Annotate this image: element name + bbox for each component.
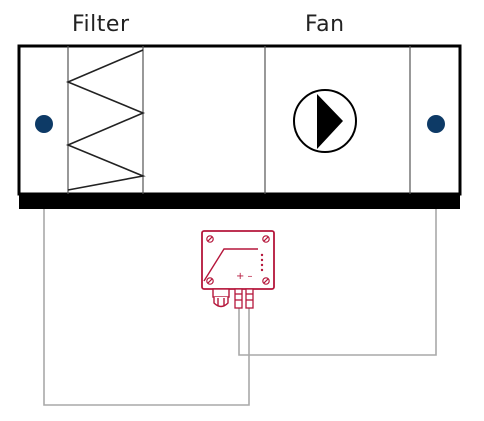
sensor-port-upstream [35,115,53,133]
unit-base [19,194,460,209]
tube-upstream [43,124,250,406]
port-polarity-label: + – [236,271,253,282]
filter-pleats-icon [65,49,146,191]
fan-label: Fan [305,12,345,37]
cable-gland [212,288,230,308]
unit-housing [17,44,462,196]
nozzle-plus [234,288,243,309]
indicator-leds [260,253,264,272]
pressure-transmitter: + – [201,230,275,309]
tube-downstream [238,124,437,356]
air-handling-unit [17,44,462,209]
sensor-port-downstream [427,115,445,133]
tubing [43,124,437,406]
display-window [203,248,258,282]
transmitter-screws [206,235,270,285]
pressure-nozzles [234,288,254,309]
fan-icon [293,89,357,153]
filter-label: Filter [72,12,130,37]
nozzle-minus [245,288,254,309]
